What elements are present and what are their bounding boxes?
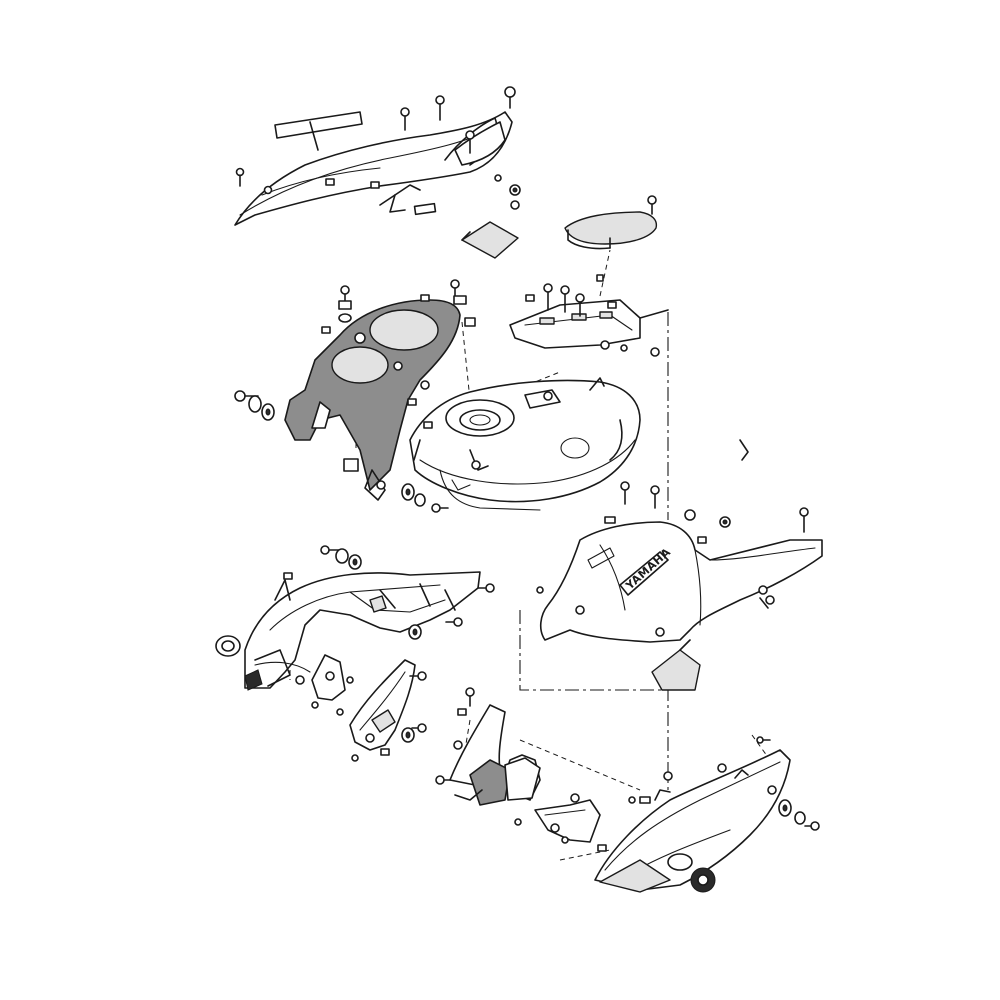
top-cover-fasteners bbox=[321, 279, 476, 472]
cowl-label bbox=[274, 111, 363, 139]
inner-duct-panel bbox=[349, 659, 427, 762]
lower-duct-bracket bbox=[514, 793, 607, 852]
front-inner-panel bbox=[244, 571, 481, 691]
small-mount-bracket bbox=[311, 654, 354, 716]
under-cowl bbox=[594, 749, 791, 893]
front-panel-fasteners bbox=[215, 545, 495, 685]
tank-top-cover bbox=[284, 299, 461, 501]
under-cowl-fasteners bbox=[628, 736, 820, 893]
side-cover-grey-insert bbox=[651, 639, 701, 691]
rear-seat-cowl bbox=[234, 111, 513, 226]
rear-carrier-bracket bbox=[509, 274, 669, 357]
tank-side-cover: YAMAHA bbox=[539, 521, 823, 643]
tail-light-cover bbox=[564, 195, 658, 250]
cowl-grey-insert bbox=[461, 221, 519, 259]
fuel-tank bbox=[409, 377, 749, 511]
side-cover-fasteners bbox=[536, 481, 809, 605]
left-bolt-set bbox=[234, 390, 275, 421]
cowl-bolts bbox=[235, 86, 521, 210]
lower-duct-assembly bbox=[435, 687, 541, 806]
tank-base-fasteners bbox=[401, 483, 449, 513]
